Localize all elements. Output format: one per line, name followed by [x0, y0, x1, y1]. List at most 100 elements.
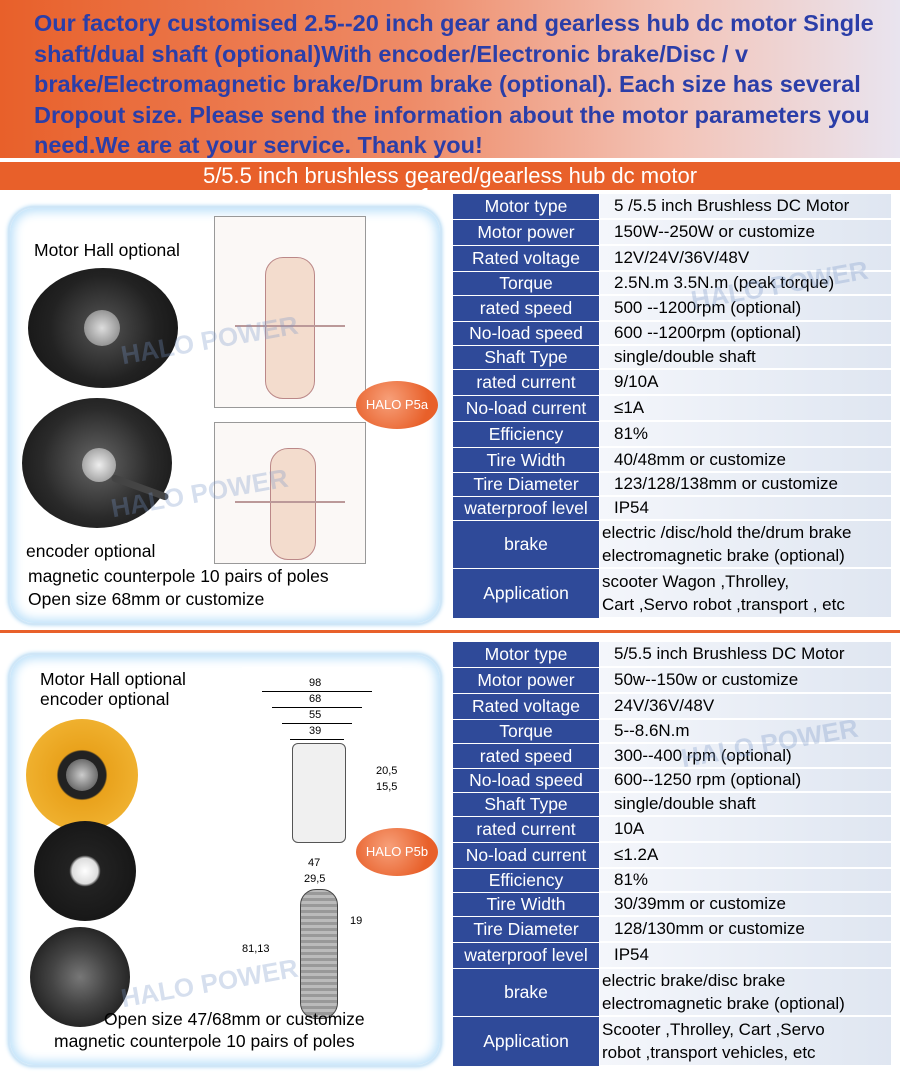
dim-d3: 55	[309, 709, 322, 721]
spec-key: Tire Diameter	[453, 473, 599, 496]
technical-drawing-p5b: 98 68 55 39 20,5 15,5	[242, 667, 402, 847]
s2-open-size-note: Open size 47/68mm or customize	[104, 1009, 365, 1029]
spec-value: 81%	[600, 869, 891, 892]
spec-key: Tire Width	[453, 448, 599, 472]
dim-d10: 81,13	[242, 943, 270, 955]
spec-value: electric brake/disc brake electromagnetic…	[600, 969, 891, 1016]
spec-key: Rated voltage	[453, 246, 599, 271]
spec-value: ≤1A	[600, 396, 891, 421]
spec-key: No-load current	[453, 843, 599, 868]
spec-key: No-load current	[453, 396, 599, 421]
dim-d6: 15,5	[376, 781, 398, 793]
spec-key: Motor power	[453, 668, 599, 693]
technical-drawing-p5b-tire: 47 29,5 19 81,13	[242, 853, 380, 1023]
s2-encoder-note: encoder optional	[40, 689, 170, 709]
dim-d1: 98	[309, 677, 322, 689]
section1-panel: Motor Hall optional encoder optional mag…	[8, 206, 442, 625]
spec-value: 5--8.6N.m	[600, 720, 891, 743]
spec-key: Motor type	[453, 642, 599, 667]
model-badge-p5b: HALO P5b	[356, 828, 438, 876]
spec-row: No-load current≤1A	[453, 396, 891, 421]
spec-value-line1: electric brake/disc brake	[602, 971, 786, 990]
spec-key: waterproof level	[453, 497, 599, 520]
s1-hall-note: Motor Hall optional	[34, 240, 180, 260]
spec-value: 300--400 rpm (optional)	[600, 744, 891, 768]
spec-value: IP54	[600, 497, 891, 520]
spec-value: 150W--250W or customize	[600, 220, 891, 245]
spec-value: ≤1.2A	[600, 843, 891, 868]
spec-key: Tire Diameter	[453, 917, 599, 942]
s2-poles-note: magnetic counterpole 10 pairs of poles	[54, 1031, 355, 1051]
header-banner: Our factory customised 2.5--20 inch gear…	[0, 0, 900, 158]
motor-image-4	[34, 821, 136, 921]
spec-value-line1: electric /disc/hold the/drum brake	[602, 523, 852, 542]
spec-value: 123/128/138mm or customize	[600, 473, 891, 496]
spec-value: 600 --1200rpm (optional)	[600, 322, 891, 345]
spec-key: waterproof level	[453, 943, 599, 968]
spec-key: Efficiency	[453, 422, 599, 447]
dim-d9: 19	[350, 915, 363, 927]
s2-hall-note: Motor Hall optional	[40, 669, 186, 689]
spec-value: 5 /5.5 inch Brushless DC Motor	[600, 194, 891, 219]
spec-value: single/double shaft	[600, 793, 891, 816]
spec-value: 500 --1200rpm (optional)	[600, 296, 891, 321]
dim-d7: 47	[308, 857, 321, 869]
dim-d4: 39	[309, 725, 322, 737]
spec-value: IP54	[600, 943, 891, 968]
s1-poles-note: magnetic counterpole 10 pairs of poles	[28, 566, 329, 586]
spec-key: Application	[453, 569, 599, 618]
section1-number: 1	[420, 185, 432, 207]
spec-key: rated current	[453, 370, 599, 395]
spec-key: brake	[453, 521, 599, 568]
header-text: Our factory customised 2.5--20 inch gear…	[34, 10, 874, 158]
spec-value: 9/10A	[600, 370, 891, 395]
technical-drawing-bottom	[214, 422, 366, 564]
spec-value-line2: robot ,transport vehicles, etc	[602, 1043, 816, 1062]
spec-value: 81%	[600, 422, 891, 447]
spec-key: Shaft Type	[453, 793, 599, 816]
spec-key: Motor type	[453, 194, 599, 219]
s1-encoder-note: encoder optional	[26, 541, 156, 561]
spec-value-line2: electromagnetic brake (optional)	[602, 994, 845, 1013]
spec-value: 2.5N.m 3.5N.m (peak torque)	[600, 272, 891, 295]
dim-d5: 20,5	[376, 765, 398, 777]
spec-key: Rated voltage	[453, 694, 599, 719]
spec-value: 600--1250 rpm (optional)	[600, 769, 891, 792]
technical-drawing-top	[214, 216, 366, 408]
spec-key: Efficiency	[453, 869, 599, 892]
spec-value: 24V/36V/48V	[600, 694, 891, 719]
spec-key: rated current	[453, 817, 599, 842]
spec-key: No-load speed	[453, 322, 599, 345]
section-divider	[0, 630, 900, 633]
dim-d2: 68	[309, 693, 322, 705]
spec-key: No-load speed	[453, 769, 599, 792]
spec-row: No-load current≤1.2A	[453, 843, 891, 868]
spec-key: Torque	[453, 272, 599, 295]
motor-image-2	[22, 398, 172, 528]
spec-key: brake	[453, 969, 599, 1016]
dim-d8: 29,5	[304, 873, 326, 885]
